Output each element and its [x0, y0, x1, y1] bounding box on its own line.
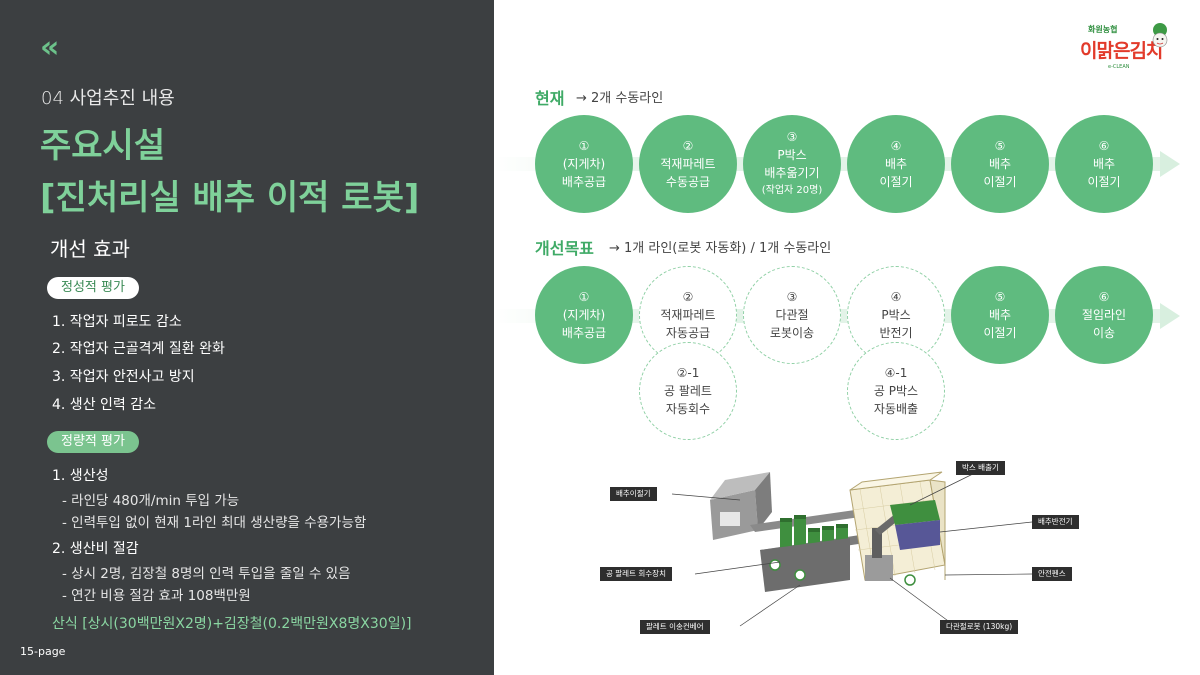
callout-cutter: 배추이절기	[610, 487, 657, 501]
page-number: 15-page	[20, 645, 66, 658]
callout-box-out: 박스 배출기	[956, 461, 1005, 475]
callout-conveyor: 팔레트 이송컨베어	[640, 620, 710, 634]
quantitative-badge: 정량적 평가	[47, 431, 139, 453]
facility-illustration	[671, 467, 1033, 627]
list-item: 4. 생산 인력 감소	[52, 397, 156, 413]
logo-tagline: e-CLEAN	[1108, 64, 1130, 70]
arrow-right-icon	[1160, 151, 1180, 177]
section-number: 04 사업추진 내용	[41, 88, 175, 109]
logo-wordmark: 이맑은김치	[1080, 40, 1163, 62]
callout-pallet-return: 공 팔레트 회수장치	[600, 567, 672, 581]
callout-fence: 안전펜스	[1032, 567, 1072, 581]
logo-org: 화원농협	[1088, 25, 1118, 34]
current-desc: → 2개 수동라인	[576, 91, 664, 106]
cost-formula: 산식 [상시(30백만원X2명)+김장철(0.2백만원X8명X30일)]	[52, 616, 412, 632]
list-item: - 연간 비용 절감 효과 108백만원	[62, 588, 251, 604]
list-item: - 라인당 480개/min 투입 가능	[62, 493, 240, 509]
current-label: 현재	[535, 89, 565, 108]
equipment-diagram: 배추이절기 박스 배출기 배추반전기 공 팔레트 회수장치 안전펜스 팔레트 이…	[600, 450, 1100, 650]
qualitative-badge: 정성적 평가	[47, 277, 139, 299]
mascot-icon	[1152, 23, 1168, 48]
chevron-left-icon: «	[40, 30, 60, 65]
list-item: - 상시 2명, 김장철 8명의 인력 투입을 줄일 수 있음	[62, 566, 351, 582]
list-item: 3. 작업자 안전사고 방지	[52, 369, 195, 385]
target-desc: → 1개 라인(로봇 자동화) / 1개 수동라인	[609, 241, 832, 256]
list-item: 2. 생산비 절감	[52, 541, 139, 557]
process-step: ①(지게차)배추공급	[535, 115, 633, 213]
callout-flipper: 배추반전기	[1032, 515, 1079, 529]
arrow-right-icon	[1160, 303, 1180, 329]
brand-logo: 화원농협 이맑은김치 e-CLEAN	[1072, 22, 1176, 78]
target-label: 개선목표	[535, 239, 594, 258]
section-subtitle: 개선 효과	[50, 237, 130, 261]
callout-robot: 다관절로봇 (130kg)	[940, 620, 1019, 634]
list-item: - 인력투입 없이 현재 1라인 최대 생산량을 수용가능함	[62, 515, 367, 531]
left-panel: « 04 사업추진 내용 주요시설 [진처리실 배추 이적 로봇] 개선 효과 …	[0, 0, 494, 675]
page-title: 주요시설	[40, 126, 166, 166]
list-item: 1. 생산성	[52, 468, 109, 484]
page-title-sub: [진처리실 배추 이적 로봇]	[40, 178, 420, 218]
list-item: 2. 작업자 근골격계 질환 완화	[52, 341, 225, 357]
process-step: ①(지게차)배추공급	[535, 266, 633, 364]
list-item: 1. 작업자 피로도 감소	[52, 314, 182, 330]
